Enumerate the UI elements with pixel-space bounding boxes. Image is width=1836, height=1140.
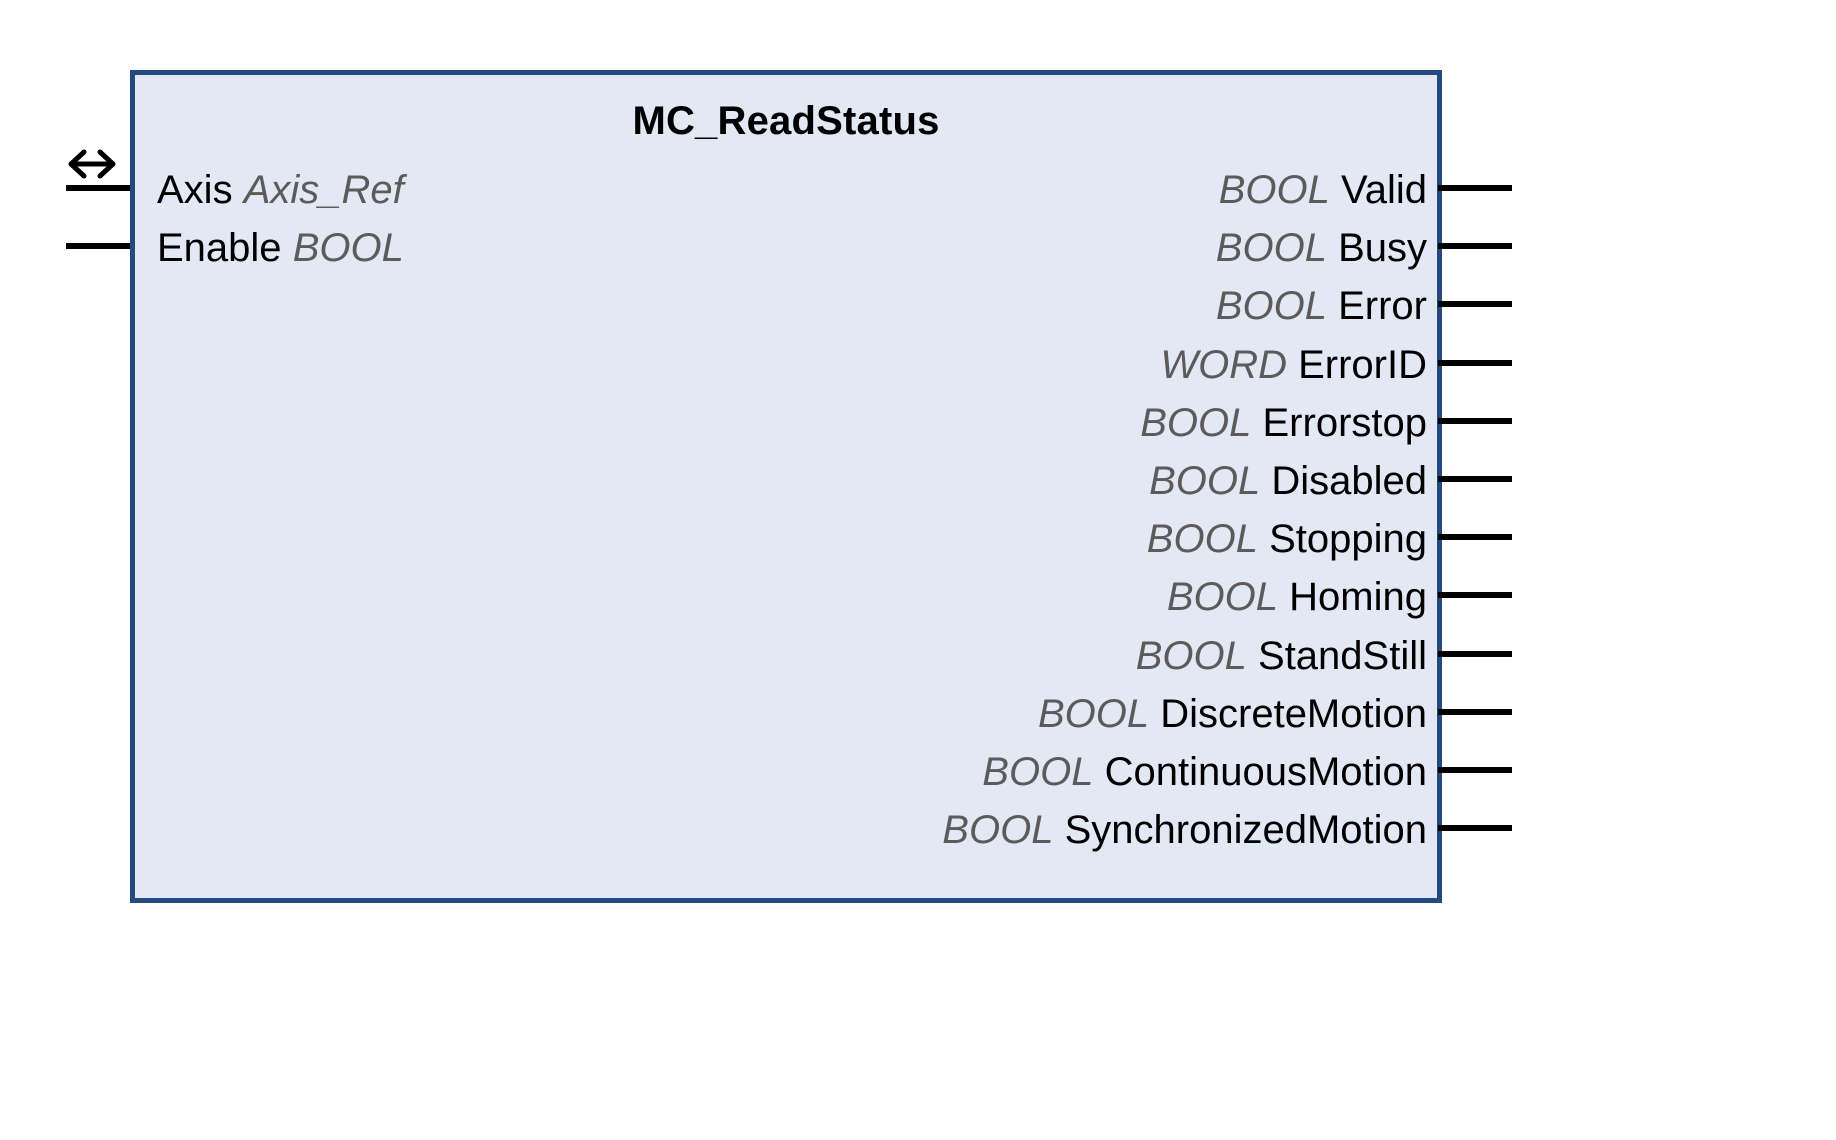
output-pin-type: BOOL (1037, 691, 1150, 736)
output-pin-errorstop[interactable]: BOOL Errorstop (1140, 400, 1427, 446)
input-pin-name: Axis (157, 168, 233, 212)
output-pin-type: BOOL (982, 750, 1094, 794)
function-block-title: MC_ReadStatus (632, 99, 940, 143)
output-pin-name: SynchronizedMotion (1064, 808, 1427, 853)
input-pin-name: Enable (157, 226, 282, 270)
output-stub-standstill[interactable] (1438, 650, 1512, 657)
output-stub-valid[interactable] (1438, 185, 1512, 191)
output-stub-homing[interactable] (1438, 592, 1512, 599)
input-pin-type: BOOL (292, 226, 404, 270)
output-pin-type: BOOL (1135, 633, 1247, 678)
input-pin-axis[interactable]: Axis Axis_Ref (157, 167, 404, 213)
output-stub-errorid[interactable] (1438, 359, 1512, 366)
output-pin-name: Error (1338, 284, 1427, 329)
output-pin-name: StandStill (1258, 633, 1427, 678)
output-pin-discretemotion[interactable]: BOOL DiscreteMotion (1038, 691, 1427, 737)
input-pin-type: Axis_Ref (243, 168, 404, 212)
output-pin-name: Busy (1338, 226, 1427, 271)
input-stub-enable[interactable] (66, 243, 134, 249)
output-pin-type: BOOL (1140, 400, 1252, 445)
output-pin-errorid[interactable]: WORD ErrorID (1160, 342, 1427, 388)
output-pin-busy[interactable]: BOOL Busy (1216, 225, 1427, 271)
output-pin-type: BOOL (1146, 517, 1258, 562)
output-pin-name: ErrorID (1298, 342, 1427, 387)
output-stub-error[interactable] (1438, 301, 1512, 308)
output-pin-name: DiscreteMotion (1160, 691, 1427, 736)
output-pin-type: WORD (1160, 342, 1287, 387)
bidirectional-arrow-icon (64, 145, 120, 183)
output-pin-type: BOOL (1218, 168, 1330, 212)
output-pin-name: Disabled (1271, 459, 1427, 503)
output-pin-type: BOOL (1149, 459, 1261, 503)
output-pin-type: BOOL (942, 808, 1054, 853)
output-pin-name: Errorstop (1262, 400, 1428, 445)
output-pin-valid[interactable]: BOOL Valid (1219, 167, 1427, 213)
output-pin-continuousmotion[interactable]: BOOL ContinuousMotion (982, 749, 1427, 795)
output-stub-synchronizedmotion[interactable] (1438, 825, 1512, 832)
output-pin-synchronizedmotion[interactable]: BOOL SynchronizedMotion (942, 807, 1427, 853)
output-stub-stopping[interactable] (1438, 534, 1512, 541)
output-pin-type: BOOL (1215, 284, 1327, 329)
output-stub-errorstop[interactable] (1438, 417, 1512, 424)
output-pin-standstill[interactable]: BOOL StandStill (1136, 633, 1427, 679)
output-pin-name: Stopping (1269, 517, 1427, 562)
output-pin-name: Valid (1341, 168, 1427, 212)
output-pin-disabled[interactable]: BOOL Disabled (1149, 458, 1427, 504)
output-pin-error[interactable]: BOOL Error (1216, 283, 1427, 329)
input-pin-enable[interactable]: Enable BOOL (157, 225, 404, 271)
output-stub-disabled[interactable] (1438, 476, 1512, 482)
output-pin-name: Homing (1289, 575, 1427, 620)
output-pin-stopping[interactable]: BOOL Stopping (1147, 516, 1427, 562)
output-stub-busy[interactable] (1438, 243, 1512, 250)
output-pin-homing[interactable]: BOOL Homing (1167, 574, 1427, 620)
output-stub-continuousmotion[interactable] (1438, 767, 1512, 773)
output-stub-discretemotion[interactable] (1438, 708, 1512, 715)
input-stub-axis[interactable] (66, 185, 134, 191)
output-pin-name: ContinuousMotion (1104, 750, 1427, 794)
output-pin-type: BOOL (1166, 575, 1279, 620)
output-pin-type: BOOL (1215, 226, 1327, 271)
